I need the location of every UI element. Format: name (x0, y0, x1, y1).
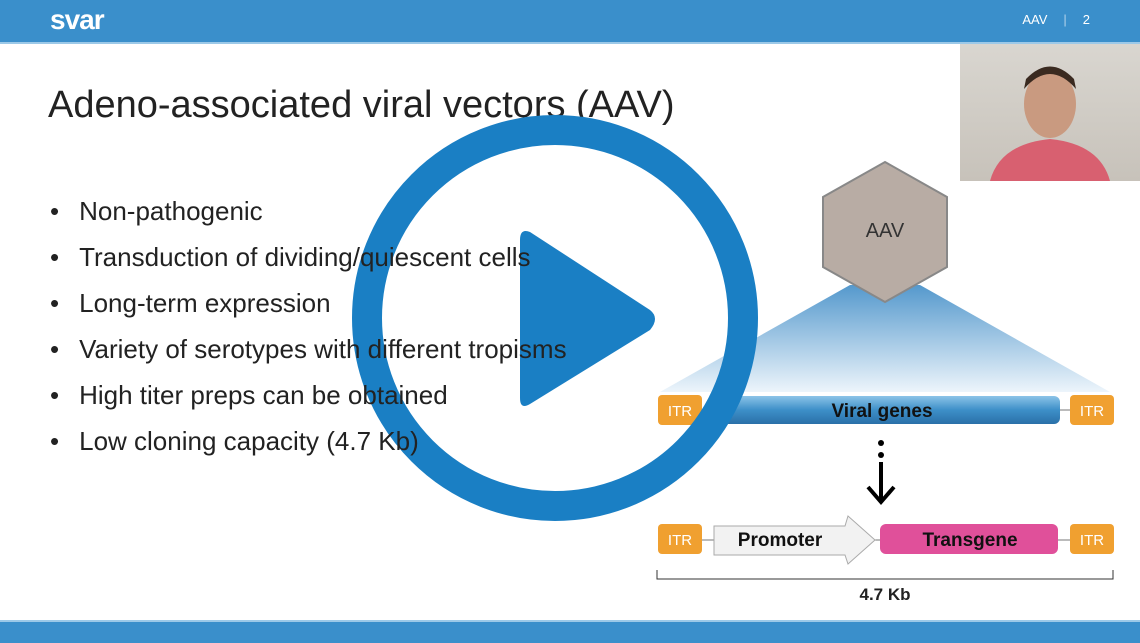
bullet: Long-term expression (50, 288, 567, 334)
itr-label: ITR (668, 403, 692, 420)
viral-genes-bar (712, 396, 1060, 424)
promoter-arrow (713, 515, 876, 565)
itr-label: ITR (1080, 403, 1104, 420)
transgene-label: Transgene (922, 530, 1017, 551)
bullet-list: Non-pathogenic Transduction of dividing/… (50, 196, 567, 472)
itr-box (1070, 524, 1114, 554)
bullet: Low cloning capacity (4.7 Kb) (50, 426, 567, 472)
itr-label: ITR (668, 532, 692, 549)
capsid-label: AAV (866, 220, 905, 242)
capsid-hexagon (822, 160, 948, 304)
header-info: AAV|2 (1022, 12, 1090, 27)
expansion-cone (660, 285, 1110, 392)
logo: svar (50, 4, 105, 35)
bullet: Non-pathogenic (50, 196, 567, 242)
size-bracket (656, 570, 1114, 580)
transgene-bar (880, 524, 1058, 554)
viral-genes-label: Viral genes (831, 401, 932, 422)
itr-box (658, 395, 702, 425)
header-bar: svar AAV|2 (0, 0, 1140, 44)
itr-box (1070, 395, 1114, 425)
page-number: 2 (1082, 12, 1090, 27)
arrow-down-icon (866, 440, 896, 506)
bullet: Transduction of dividing/quiescent cells (50, 242, 567, 288)
size-label: 4.7 Kb (859, 585, 910, 604)
itr-box (658, 524, 702, 554)
footer-bar (0, 620, 1140, 643)
bullet: High titer preps can be obtained (50, 380, 567, 426)
webcam-feed (960, 44, 1140, 181)
itr-label: ITR (1080, 532, 1104, 549)
promoter-label: Promoter (738, 530, 823, 551)
section-label: AAV (1022, 12, 1048, 27)
bullet: Variety of serotypes with different trop… (50, 334, 566, 380)
